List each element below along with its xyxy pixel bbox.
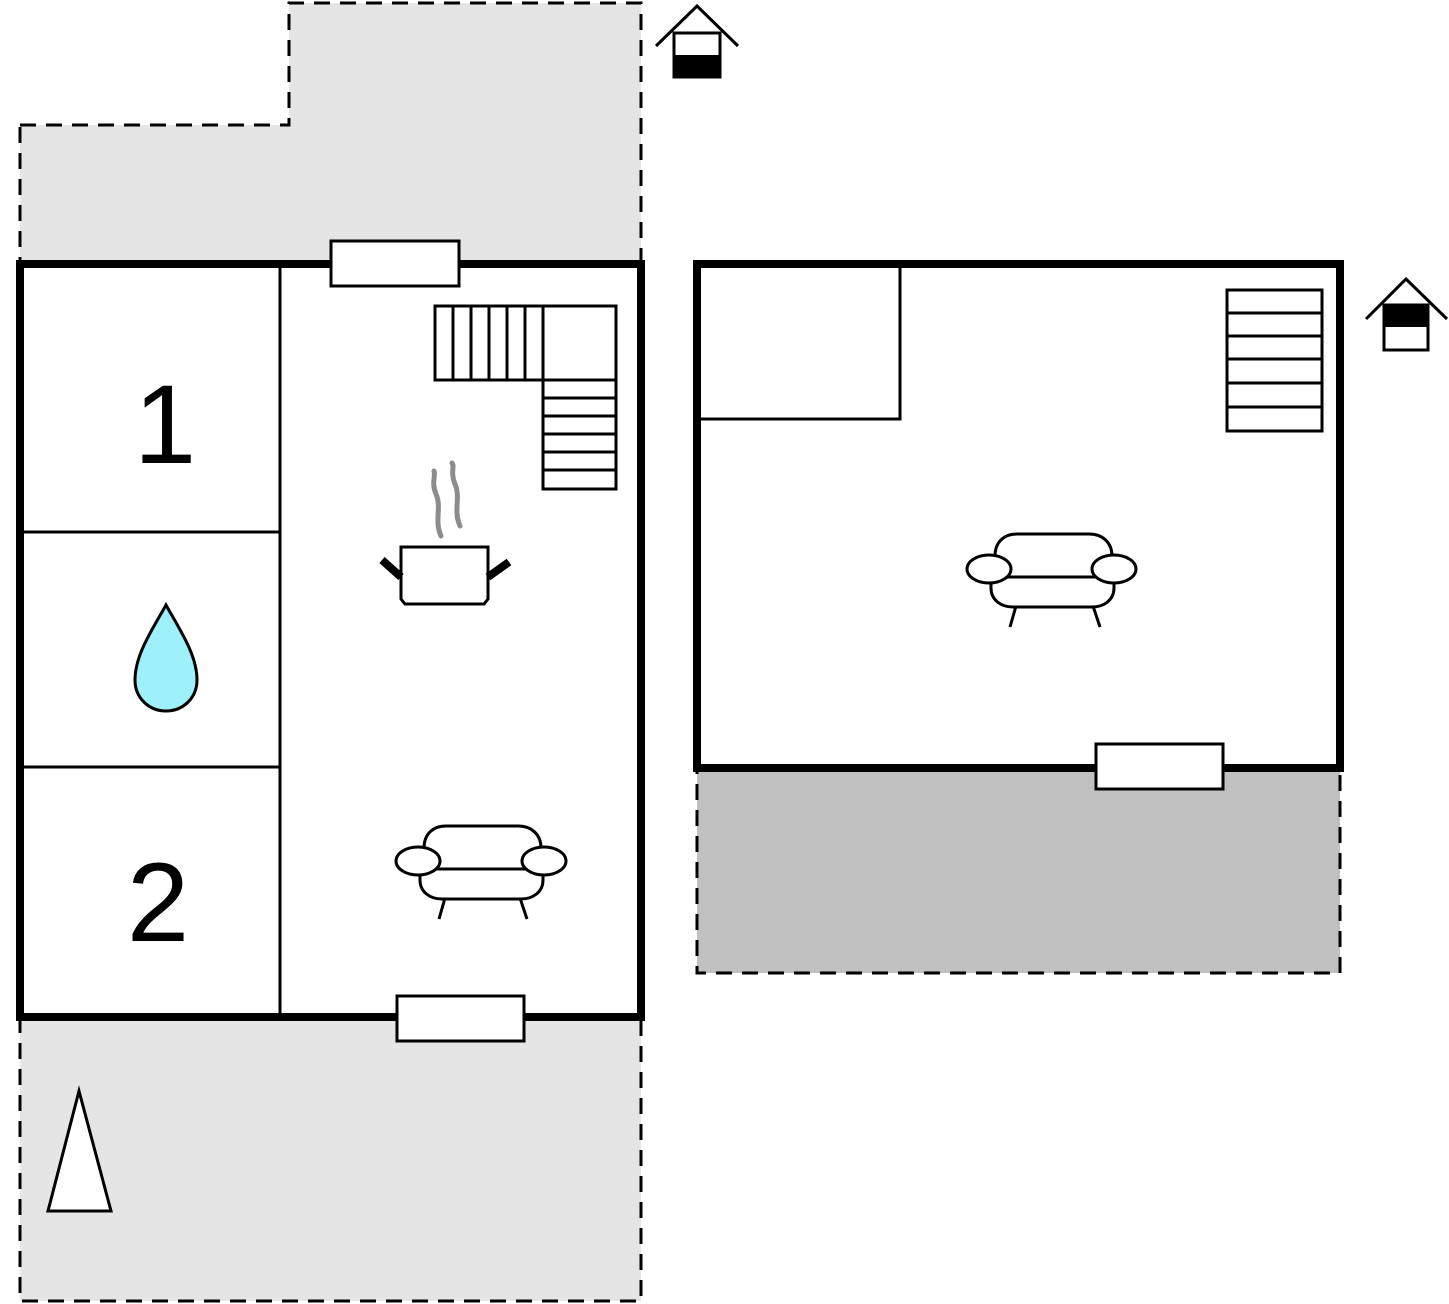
cooking-pot-icon [379,460,512,606]
balcony [695,766,1342,975]
interior-wall [697,264,902,421]
terrace-top [18,1,643,264]
room-number-1: 1 [134,362,196,487]
room-number-2: 2 [127,840,189,965]
sofa-icon [394,824,568,920]
door-balcony [1094,742,1225,791]
ground-floor: 1 2 [16,1,740,1303]
staircase-icon [1225,288,1324,433]
staircase-icon [433,304,618,491]
garden-bottom [18,1015,643,1303]
sofa-icon [965,532,1138,628]
door-top [329,239,461,288]
tree-icon [46,1085,113,1213]
house-upper-floor-icon [1364,276,1449,352]
door-bottom [395,994,526,1043]
upper-floor [693,260,1449,975]
house-ground-floor-icon [654,3,740,79]
water-drop-icon [133,601,199,713]
